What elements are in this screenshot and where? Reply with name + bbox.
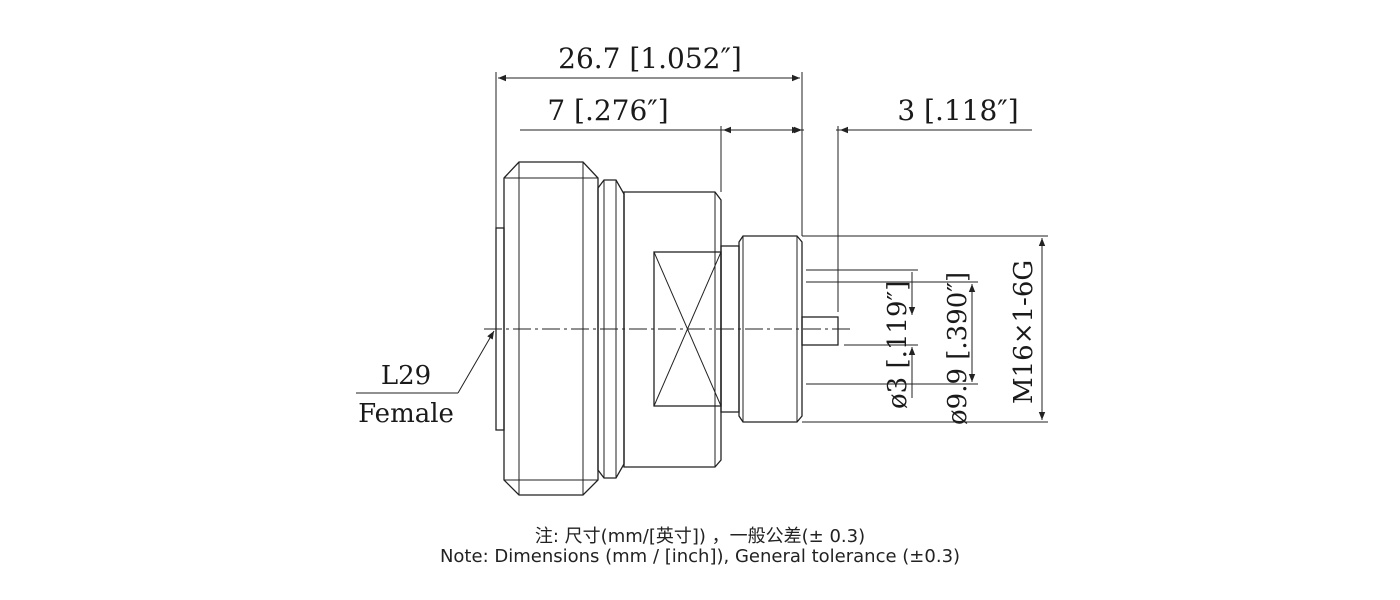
note-chinese: 注: 尺寸(mm/[英寸]) ，一般公差(± 0.3) <box>534 526 866 547</box>
body-length-label: 7 [.276″] <box>547 94 668 127</box>
connector-body <box>484 161 852 496</box>
center-pin <box>801 316 839 346</box>
horizontal-dimensions: 26.7 [1.052″] 7 [.276″] 3 [.118″] <box>495 42 1032 312</box>
insulator-diameter-label: ø9.9 [.390″] <box>943 272 973 425</box>
vertical-dimensions: ø3 [.119″] ø9.9 [.390″] M16×1-6G <box>802 235 1048 425</box>
callout-gender-label: Female <box>358 399 454 429</box>
type-callout: L29 Female <box>356 330 495 429</box>
pin-diameter-label: ø3 [.119″] <box>883 281 913 409</box>
overall-length-label: 26.7 [1.052″] <box>558 42 742 75</box>
threaded-section <box>738 235 803 423</box>
thread-label: M16×1-6G <box>1009 260 1039 404</box>
callout-type-label: L29 <box>381 361 431 391</box>
pin-length-label: 3 [.118″] <box>897 94 1018 127</box>
note-english: Note: Dimensions (mm / [inch]), General … <box>439 546 961 567</box>
